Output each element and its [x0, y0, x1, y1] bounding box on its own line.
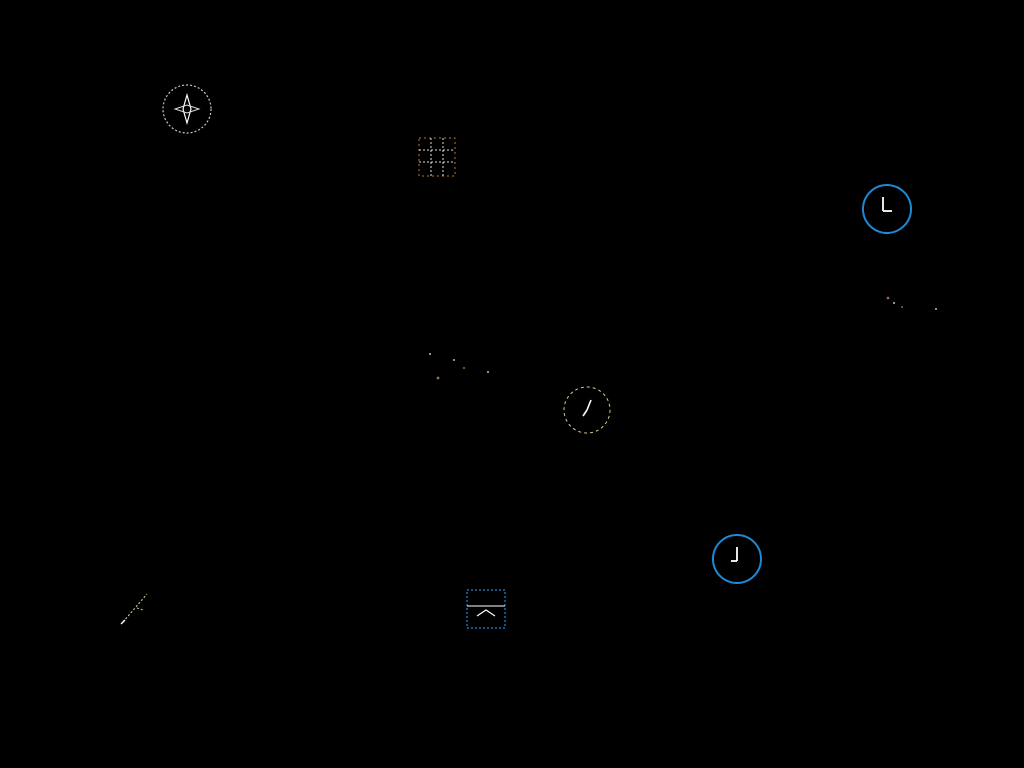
sparkle-icon: [424, 348, 494, 388]
clock-icon[interactable]: [861, 183, 913, 235]
clock-icon[interactable]: [561, 384, 613, 436]
clock-icon[interactable]: [711, 533, 763, 585]
sparkle-icon: [878, 288, 944, 318]
window-icon[interactable]: [463, 586, 509, 632]
grid-icon[interactable]: [415, 134, 459, 180]
compass-icon[interactable]: [161, 83, 213, 135]
pencil-icon[interactable]: [113, 586, 157, 630]
